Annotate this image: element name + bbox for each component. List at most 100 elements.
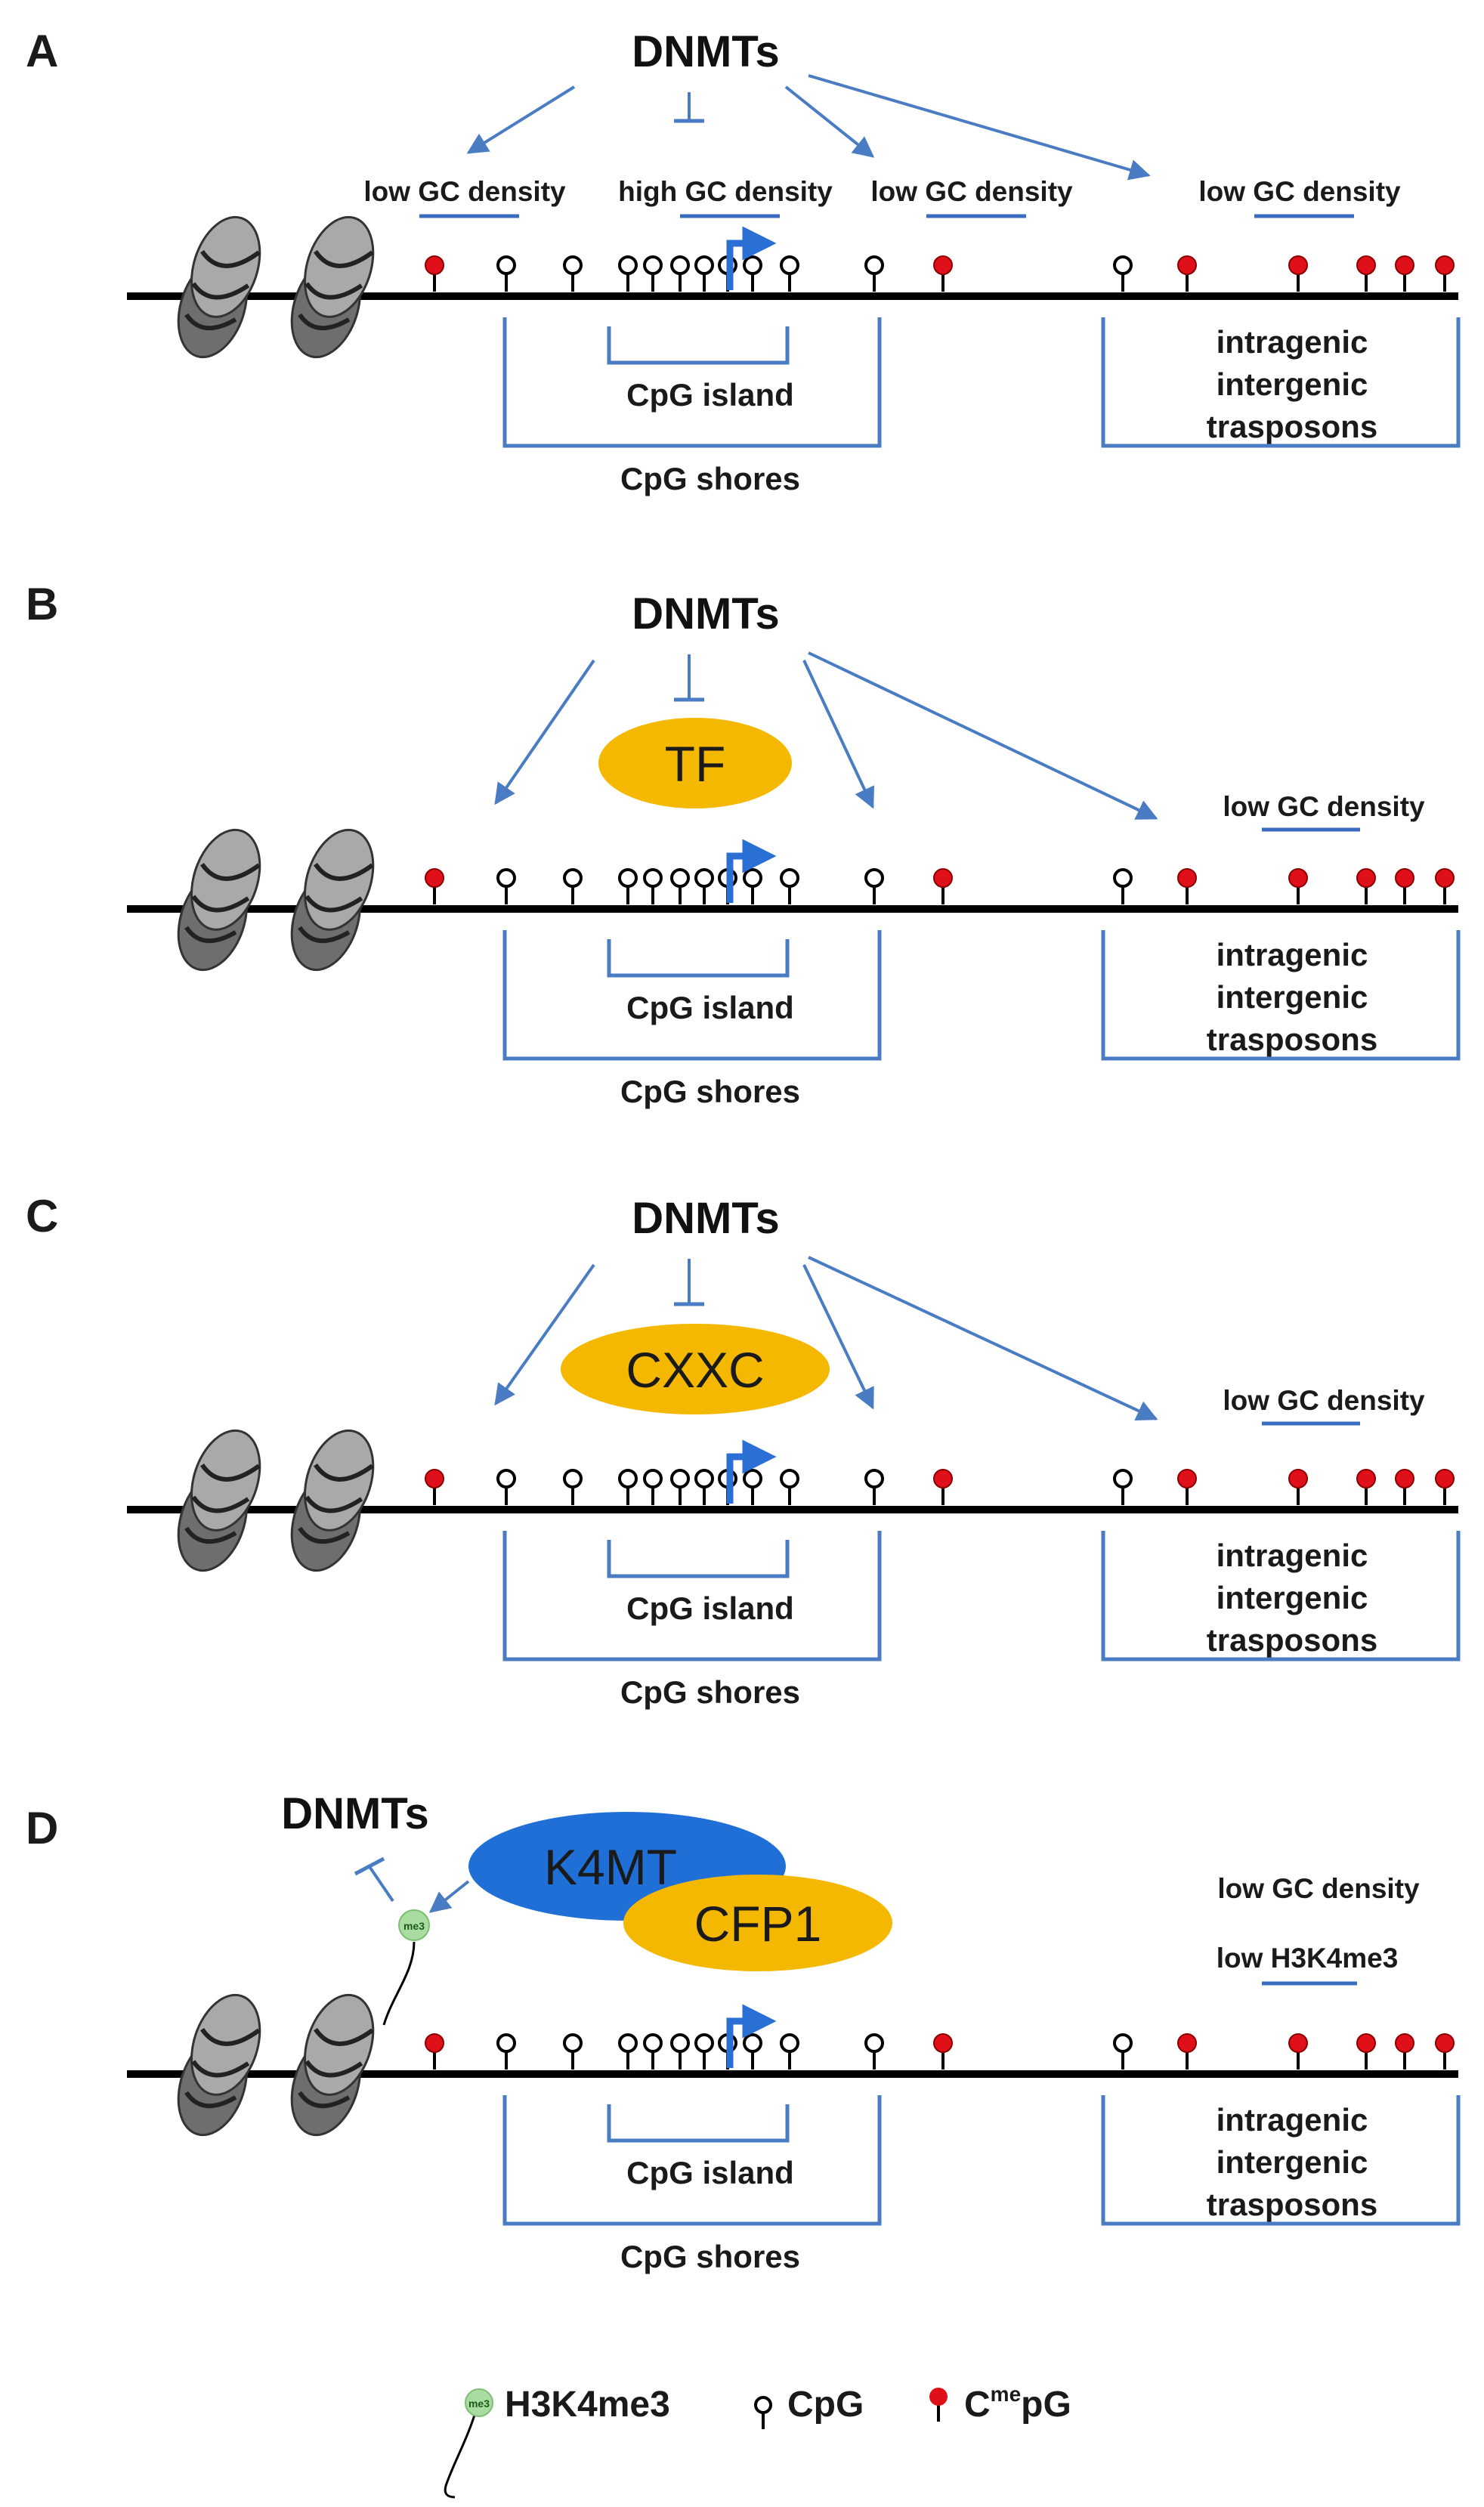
cpg-unmethylated-icon — [743, 868, 762, 906]
cpg-methylated-icon — [1288, 1468, 1309, 1507]
cpg-unmethylated-icon — [864, 1469, 884, 1507]
cpg-methylated-icon — [932, 1468, 954, 1507]
genomic-region-label: intergenic — [1217, 1580, 1368, 1615]
cpg-unmethylated-icon — [694, 868, 714, 906]
legend-cpg-label: CpG — [787, 2385, 864, 2425]
cpg-methylated-icon — [932, 867, 954, 906]
genomic-region-label: trasposons — [1207, 1022, 1377, 1057]
gc-density-label: low GC density — [1198, 176, 1401, 207]
cpg-methylated-icon — [424, 867, 445, 906]
cpg-unmethylated-icon — [743, 1469, 762, 1507]
cpg-shores-label: CpG shores — [620, 1074, 800, 1109]
cpg-island-bracket — [607, 939, 790, 978]
protein-cfp1 — [623, 1875, 892, 1971]
panel-letter: A — [26, 26, 58, 76]
h3k4me3-icon-label: me3 — [403, 1920, 425, 1932]
cpg-unmethylated-icon — [780, 868, 799, 906]
cpg-island-label: CpG island — [626, 990, 794, 1025]
cpg-methylated-icon — [424, 1468, 445, 1507]
protein-label: CFP1 — [694, 1896, 822, 1952]
nucleosome-icon — [166, 1986, 271, 2144]
cpg-methylated-icon — [1356, 1468, 1377, 1507]
dnmts-label: DNMTs — [632, 589, 779, 638]
cpg-unmethylated-icon — [743, 2033, 762, 2071]
cpg-methylated-icon — [932, 2032, 954, 2071]
cpg-methylated-icon — [1434, 1468, 1455, 1507]
cpg-methylated-icon — [424, 255, 445, 293]
cpg-unmethylated-icon — [1113, 868, 1133, 906]
nucleosome-icon — [166, 209, 271, 366]
cpg-island-label: CpG island — [626, 2155, 794, 2190]
cpg-shores-bracket — [502, 930, 882, 1061]
dnmts-label: DNMTs — [632, 1194, 779, 1243]
cpg-unmethylated-icon — [694, 2033, 714, 2071]
cpg-methylated-icon — [1394, 2032, 1415, 2071]
cpg-unmethylated-icon — [670, 2033, 690, 2071]
genomic-region-label: intergenic — [1217, 366, 1368, 402]
h3k4me3-icon — [398, 1909, 430, 1941]
histone-tail — [382, 1941, 416, 2026]
cpg-shores-bracket — [502, 2095, 882, 2226]
cpg-unmethylated-icon — [643, 1469, 663, 1507]
cpg-unmethylated-icon — [670, 868, 690, 906]
dnmt-arrow — [494, 659, 595, 805]
cpg-unmethylated-icon — [618, 1469, 638, 1507]
cpg-methylated-icon — [1288, 2032, 1309, 2071]
cpg-unmethylated-icon — [496, 868, 516, 906]
cmepg-legend-icon — [929, 2388, 948, 2422]
k4mt-arrow — [428, 1880, 470, 1913]
cpg-unmethylated-icon — [563, 2033, 583, 2071]
gc-density-label: low GC density — [1223, 1385, 1425, 1416]
h3k4me3-density-label: low H3K4me3 — [1217, 1943, 1399, 1974]
dnmt-arrow — [494, 1263, 595, 1406]
cpg-island-bracket — [607, 2104, 790, 2143]
genomic-region-label: intergenic — [1217, 979, 1368, 1015]
protein-tf — [598, 718, 792, 808]
cpg-legend-icon — [754, 2396, 772, 2429]
cpg-unmethylated-icon — [670, 255, 690, 293]
nucleosome-icon — [280, 209, 385, 366]
cpg-unmethylated-icon — [618, 255, 638, 293]
gc-density-label: low GC density — [1223, 791, 1425, 822]
cpg-methylated-icon — [1356, 867, 1377, 906]
panel-letter: B — [26, 579, 58, 629]
inhibition-line — [369, 1866, 394, 1903]
dnmt-arrow — [802, 660, 874, 809]
genomic-region-label: intragenic — [1217, 937, 1368, 972]
cpg-island-bracket — [607, 326, 790, 365]
cpg-methylated-icon — [1394, 867, 1415, 906]
genomic-region-bracket — [1101, 1531, 1461, 1662]
panel-letter: D — [26, 1803, 58, 1853]
legend-h3k4me3-label: H3K4me3 — [505, 2385, 670, 2425]
cpg-unmethylated-icon — [694, 1469, 714, 1507]
cpg-unmethylated-icon — [864, 255, 884, 293]
panel-letter: C — [26, 1191, 58, 1241]
genomic-region-bracket — [1101, 317, 1461, 448]
genomic-region-label: trasposons — [1207, 2187, 1377, 2222]
legend-cmepg-label: CmepG — [964, 2382, 1071, 2425]
protein-label: K4MT — [544, 1839, 677, 1895]
nucleosome-icon — [166, 1422, 271, 1580]
cpg-unmethylated-icon — [643, 2033, 663, 2071]
cpg-unmethylated-icon — [563, 255, 583, 293]
cpg-methylated-icon — [1394, 255, 1415, 293]
gc-density-label: high GC density — [618, 176, 833, 207]
cpg-unmethylated-icon — [1113, 2033, 1133, 2071]
dnmts-label: DNMTs — [281, 1789, 428, 1838]
genomic-region-label: intragenic — [1217, 1538, 1368, 1573]
genomic-region-label: trasposons — [1207, 1622, 1377, 1658]
cpg-methylated-icon — [932, 255, 954, 293]
cpg-unmethylated-icon — [563, 1469, 583, 1507]
cpg-methylated-icon — [1356, 255, 1377, 293]
dnmt-arrow — [808, 74, 1151, 181]
inhibition-bar — [354, 1856, 385, 1876]
cpg-unmethylated-icon — [864, 2033, 884, 2071]
cpg-shores-bracket — [502, 1531, 882, 1662]
gc-density-label: low GC density — [870, 176, 1073, 207]
dnmt-arrow — [466, 85, 576, 154]
